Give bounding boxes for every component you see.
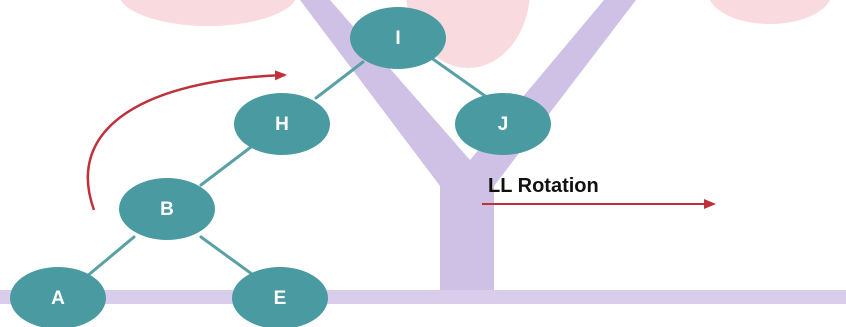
node-a: A bbox=[10, 267, 106, 327]
node-b-circle bbox=[119, 178, 215, 240]
node-i: I bbox=[350, 7, 446, 69]
watermark-pink-shape-left bbox=[120, 0, 296, 26]
tree-nodes: I H J B A E bbox=[10, 7, 551, 327]
edge-b-e bbox=[199, 235, 258, 279]
background-watermark bbox=[0, 0, 846, 304]
watermark-purple-ground-bar bbox=[0, 290, 846, 304]
node-e: E bbox=[232, 267, 328, 327]
node-e-label: E bbox=[274, 288, 287, 309]
edge-b-a bbox=[84, 235, 136, 279]
node-a-circle bbox=[10, 267, 106, 327]
node-a-label: A bbox=[51, 288, 65, 309]
edge-h-b bbox=[199, 145, 253, 187]
node-h-label: H bbox=[275, 114, 289, 135]
node-j-circle bbox=[455, 93, 551, 155]
edge-i-h bbox=[314, 60, 365, 100]
node-b-label: B bbox=[160, 199, 174, 220]
rotation-arrows bbox=[86, 70, 716, 211]
ll-rotation-label: LL Rotation bbox=[488, 175, 599, 197]
watermark-purple-y-shape bbox=[300, 0, 636, 300]
node-j: J bbox=[455, 93, 551, 155]
node-i-circle bbox=[350, 7, 446, 69]
curved-rotation-arrow bbox=[86, 70, 287, 211]
node-h-circle bbox=[234, 93, 330, 155]
node-e-circle bbox=[232, 267, 328, 327]
node-j-label: J bbox=[498, 114, 509, 135]
node-i-label: I bbox=[395, 28, 400, 49]
node-b: B bbox=[119, 178, 215, 240]
watermark-pink-shape-right bbox=[709, 0, 831, 24]
node-h: H bbox=[234, 93, 330, 155]
tree-edges bbox=[84, 55, 490, 279]
edge-i-j bbox=[428, 55, 490, 100]
